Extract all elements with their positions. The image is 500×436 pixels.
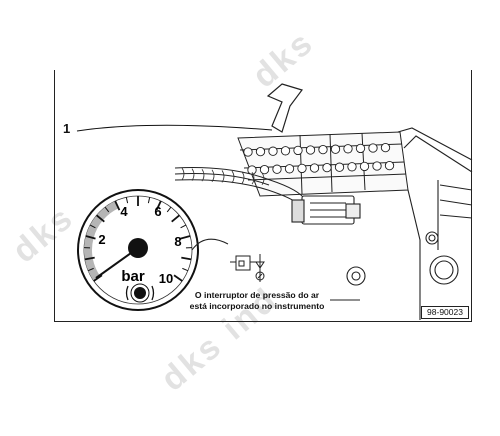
connector-pin xyxy=(384,160,395,171)
connector-pin xyxy=(318,144,328,155)
gauge-tick xyxy=(182,267,189,272)
gauge-tick xyxy=(181,256,192,261)
connector-pin xyxy=(372,161,382,171)
gauge-tick xyxy=(125,197,129,204)
gauge-tick xyxy=(173,274,183,282)
connector-pin xyxy=(330,144,341,154)
gauge-tick xyxy=(89,224,96,229)
harness-twist xyxy=(221,170,225,183)
connector-pin xyxy=(293,145,303,156)
harness-twist xyxy=(261,172,265,186)
gauge-ticks xyxy=(84,196,192,282)
connector-pin xyxy=(343,144,353,154)
connector-pin xyxy=(368,143,378,153)
harness-twist xyxy=(231,170,235,184)
gauge-tick xyxy=(84,256,95,261)
connector-pin xyxy=(297,163,307,174)
connector-pin xyxy=(347,162,357,172)
instrument-carrier xyxy=(330,127,473,320)
connector-pin xyxy=(268,146,278,156)
callout-1: 1 xyxy=(63,121,71,136)
gauge-tick xyxy=(147,197,151,204)
connector-plug xyxy=(291,195,361,225)
connector-pin xyxy=(380,142,391,153)
connector-pin xyxy=(259,164,270,175)
gauge-tick xyxy=(114,200,121,211)
connector-pin xyxy=(255,146,266,157)
harness-wrap xyxy=(181,167,265,186)
gauge-tick xyxy=(180,224,187,229)
brake-warning-icon xyxy=(125,283,155,303)
connector-pin xyxy=(243,147,253,157)
gauge-label-2: 2 xyxy=(98,232,105,247)
gauge-tick xyxy=(87,267,94,272)
harness-twist xyxy=(241,171,245,184)
connector-pin xyxy=(309,163,320,173)
figure-caption: O interruptor de pressão do ar está inco… xyxy=(168,290,346,312)
figure-reference: 98-90023 xyxy=(421,306,469,319)
harness-twist xyxy=(201,168,205,182)
gauge-tick xyxy=(166,206,172,213)
connector-pin xyxy=(355,143,366,154)
gauge-tick xyxy=(93,274,103,282)
harness-twist xyxy=(251,171,255,185)
gauge-tick xyxy=(180,235,191,240)
pressure-gauge xyxy=(77,189,199,311)
connector-pin xyxy=(334,162,345,172)
connector-pin xyxy=(305,145,316,155)
gauge-tick xyxy=(155,200,162,211)
connector-pin xyxy=(280,146,291,156)
gauge-tick xyxy=(171,214,180,223)
figure-frame xyxy=(54,70,472,322)
caption-line-2: está incorporado no instrumento xyxy=(189,301,325,311)
connector-pin xyxy=(359,161,370,172)
harness-twist xyxy=(181,167,185,181)
pointer-arrow xyxy=(266,83,303,133)
connector-pin xyxy=(284,164,295,174)
connector-pin xyxy=(322,162,332,173)
gauge-label-6: 6 xyxy=(154,204,161,219)
leader-line xyxy=(76,124,273,132)
gauge-label-10: 10 xyxy=(159,271,173,286)
gauge-label-8: 8 xyxy=(174,234,181,249)
gauge-unit: bar xyxy=(121,268,145,285)
gauge-tick xyxy=(104,206,110,213)
connector-pins xyxy=(243,142,395,175)
harness-twist xyxy=(211,169,215,183)
gauge-tick xyxy=(96,214,105,223)
relay-panel xyxy=(237,131,409,197)
connector-pin xyxy=(272,164,282,174)
caption-line-1: O interruptor de pressão do ar xyxy=(194,290,320,300)
gauge-label-4: 4 xyxy=(120,204,128,219)
harness-twist xyxy=(191,168,195,181)
gauge-hub xyxy=(128,238,148,258)
pressure-switch-detail xyxy=(191,238,265,282)
gauge-tick xyxy=(85,235,96,240)
